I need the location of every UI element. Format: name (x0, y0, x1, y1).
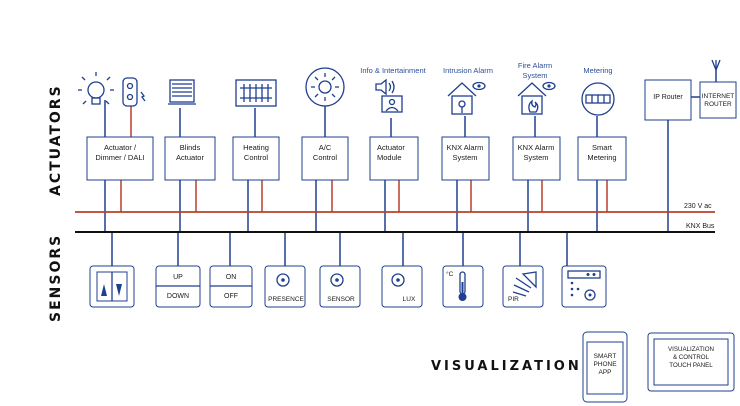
internet-router-label-line2: ROUTER (704, 101, 732, 108)
actuator-label-line2: Control (244, 153, 269, 162)
sensors-label: SENSORS (48, 234, 64, 322)
temperature-unit-label: °C (446, 270, 454, 278)
sensor-lux: LUX (381, 265, 423, 308)
window-blinds-icon (168, 79, 196, 105)
internet-router-label-line1: INTERNET (702, 93, 735, 100)
pir-label: PIR (508, 296, 519, 303)
actuator-label-line2: Metering (587, 153, 616, 162)
knx-bus-label: KNX Bus (686, 223, 715, 230)
visualization-label: VISUALIZATION (431, 359, 582, 374)
touch-panel: VISUALIZATION & CONTROL TOUCH PANEL (647, 332, 735, 392)
arrow-up-icon (101, 284, 107, 296)
actuator-dimmer-dali: Actuator / Dimmer / DALI (86, 136, 154, 181)
speaker-picture-icon (375, 78, 403, 113)
actuator-label-line1: Actuator (377, 143, 405, 152)
actuator-label-line1: Actuator / (104, 143, 137, 152)
internet-router: INTERNET ROUTER (699, 59, 737, 119)
lightbulb-icon (78, 72, 114, 105)
panel-label-line1: VISUALIZATION (668, 346, 714, 353)
sensor-label: SENSOR (327, 296, 355, 303)
connection-lines (104, 70, 717, 266)
sensor-blinds-switch (89, 265, 135, 308)
sensor-temperature: °C (442, 265, 484, 308)
actuator-knx-alarm-fire: KNX Alarm System (512, 136, 561, 181)
actuators-label: ACTUATORS (48, 84, 64, 196)
ip-router: IP Router (644, 79, 692, 121)
intrusion-alarm-label: Intrusion Alarm (443, 66, 493, 75)
phone-label-line1: SMART (594, 353, 617, 360)
on-label: ON (226, 274, 237, 281)
actuator-ac-control: A/C Control (301, 136, 349, 181)
sensor-on-off-switch: ON OFF (209, 265, 253, 308)
sensor-pir: PIR (502, 265, 544, 308)
antenna-icon (711, 59, 721, 72)
knx-bus: KNX Bus (75, 223, 715, 233)
thermometer-icon (458, 271, 467, 301)
actuator-module: Actuator Module (369, 136, 419, 181)
phone-label-line3: APP (598, 369, 611, 376)
climate-sun-snowflake-icon (305, 67, 345, 107)
actuator-label-line2: Control (313, 153, 338, 162)
radiator-icon (235, 79, 277, 107)
fire-alarm-label-line2: System (522, 71, 547, 80)
actuator-label-line2: System (523, 153, 548, 162)
actuator-label-line1: Blinds (180, 143, 201, 152)
actuator-label-line1: Heating (243, 143, 269, 152)
phone-label-line2: PHONE (593, 361, 617, 368)
actuator-blinds: Blinds Actuator (164, 136, 216, 181)
actuator-label-line1: A/C (319, 143, 332, 152)
actuator-label-line1: KNX Alarm (447, 143, 484, 152)
actuator-knx-alarm-intrusion: KNX Alarm System (441, 136, 490, 181)
presence-label: PRESENCE (268, 296, 304, 303)
metering-label: Metering (583, 66, 612, 75)
power-socket-icon (122, 77, 146, 107)
actuator-smart-metering: Smart Metering (577, 136, 627, 181)
info-entertainment-label: Info & Intertainment (360, 66, 426, 75)
power-bus-label: 230 V ac (684, 203, 712, 210)
sensor-up-down-switch: UP DOWN (155, 265, 201, 308)
ip-router-label: IP Router (653, 94, 683, 101)
sensor-generic: SENSOR (319, 265, 361, 308)
smartphone-app: SMART PHONE APP (582, 331, 628, 403)
energy-meter-icon (581, 82, 615, 116)
actuator-label-line1: KNX Alarm (518, 143, 555, 152)
motion-detector-icon (512, 271, 537, 297)
down-label: DOWN (167, 293, 189, 300)
panel-label-line2: & CONTROL (673, 354, 710, 361)
fire-alarm-label-line1: Fire Alarm (518, 61, 552, 70)
house-fire-icon (517, 81, 556, 115)
house-eye-icon (447, 81, 486, 115)
power-bus: 230 V ac (75, 203, 715, 213)
actuator-label-line2: System (452, 153, 477, 162)
actuator-label-line2: Dimmer / DALI (95, 153, 144, 162)
panel-label-line3: TOUCH PANEL (669, 362, 713, 369)
lux-label: LUX (403, 296, 416, 303)
sensor-presence: PRESENCE (264, 265, 306, 308)
up-label: UP (173, 274, 183, 281)
off-label: OFF (224, 293, 238, 300)
arrow-down-icon (116, 284, 122, 296)
actuator-label-line2: Actuator (176, 153, 204, 162)
actuator-heating-control: Heating Control (232, 136, 280, 181)
actuator-label-line1: Smart (592, 143, 613, 152)
actuator-label-line2: Module (377, 153, 402, 162)
sensor-room-controller (561, 265, 607, 308)
